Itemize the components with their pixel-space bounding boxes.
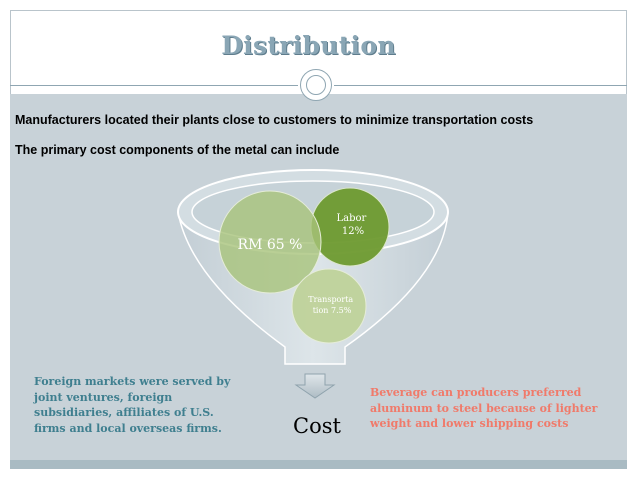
left-note-line: Foreign markets were served by — [34, 375, 231, 388]
title-divider-right — [334, 85, 627, 86]
right-note-line: weight and lower shipping costs — [370, 417, 569, 430]
bullet-2: The primary cost components of the metal… — [15, 143, 340, 157]
left-note-line: joint ventures, foreign — [34, 390, 173, 404]
left-note: Foreign markets were served by joint ven… — [34, 374, 230, 436]
title-divider-left — [10, 85, 298, 86]
bullet-1: Manufacturers located their plants close… — [15, 113, 534, 127]
left-note-line: subsidiaries, affiliates of U.S. — [34, 406, 214, 419]
transport-label: Transporta tion 7.5% — [308, 295, 355, 315]
transport-label-line-1: Transporta — [308, 295, 353, 304]
divider-ornament-icon — [300, 69, 332, 101]
left-note-line: firms and local overseas firms. — [34, 421, 222, 435]
right-note-line: Beverage can producers preferred — [370, 386, 582, 399]
right-note: Beverage can producers preferred aluminu… — [370, 385, 597, 432]
transport-circle — [291, 268, 367, 344]
labor-label: Labor 12% — [337, 213, 370, 237]
transport-label-line-2: tion 7.5% — [313, 306, 352, 315]
labor-label-line-1: Labor — [337, 213, 367, 224]
labor-label-line-2: 12% — [342, 226, 364, 237]
right-note-line: aluminum to steel because of lighter — [370, 401, 598, 415]
cost-label: Cost — [293, 414, 341, 438]
rm-label: RM 65 % — [238, 237, 303, 253]
slide-title: Distribution — [221, 31, 396, 60]
down-arrow-icon — [294, 373, 336, 399]
bottom-band — [10, 460, 627, 469]
rm-circle — [218, 190, 322, 294]
